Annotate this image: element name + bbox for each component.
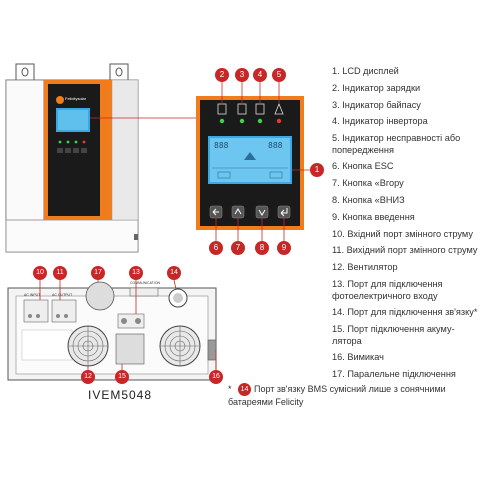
ac-input-label: AC INPUT <box>24 293 41 297</box>
ac-output-label: AC OUTPUT <box>52 293 73 297</box>
lcd-right-digits: 888 <box>268 141 283 150</box>
legend-item: 11. Вихідний порт змінного струму <box>332 245 478 256</box>
fan-left <box>67 325 109 367</box>
callout-12: 12 <box>81 370 95 384</box>
legend-item: 17. Паралельне підключення <box>332 369 456 380</box>
callout-3: 3 <box>235 68 249 82</box>
lcd-left-digits: 888 <box>214 141 229 150</box>
callout-8: 8 <box>255 241 269 255</box>
legend-item: 14. Порт для підключення зв'язку* <box>332 307 478 318</box>
legend-item: 6. Кнопка ESC <box>332 161 394 172</box>
legend-item: 13. Порт для підключення фотоелектричног… <box>332 279 443 301</box>
callout-1: 1 <box>310 163 324 177</box>
callout-16: 16 <box>209 370 223 384</box>
legend-item: 2. Індикатор зарядки <box>332 82 421 93</box>
legend-item: 7. Кнопка «Вгору <box>332 178 404 189</box>
model-name: IVEM5048 <box>88 388 153 402</box>
legend-item: 10. Вхідний порт змінного струму <box>332 228 473 239</box>
callout-6: 6 <box>209 241 223 255</box>
fan-right <box>159 325 201 367</box>
footnote-text: Порт зв'язку BMS сумісний лише з сонячни… <box>228 384 446 408</box>
legend-item: 1. LCD дисплей <box>332 66 399 76</box>
callout-2: 2 <box>215 68 229 82</box>
legend-item: 4. Індикатор інвертора <box>332 116 428 127</box>
callout-13: 13 <box>129 266 143 280</box>
callout-11: 11 <box>53 266 67 280</box>
footnote-badge: 14 <box>238 383 251 397</box>
callout-10: 10 <box>33 266 47 280</box>
callout-14: 14 <box>167 266 181 280</box>
inverter-rear-body <box>7 281 217 381</box>
legend-item: 12. Вентилятор <box>332 262 398 273</box>
brand-label: Felicitysolar <box>65 96 87 101</box>
legend-item: 15. Порт підключення акуму-лятора <box>332 324 455 346</box>
callout-4: 4 <box>253 68 267 82</box>
inverter-front-body <box>5 63 139 253</box>
callout-9: 9 <box>277 241 291 255</box>
legend-item: 3. Індикатор байпасу <box>332 99 421 110</box>
front-panel-closeup <box>196 96 304 230</box>
legend-item: 16. Вимикач <box>332 352 384 363</box>
callout-7: 7 <box>231 241 245 255</box>
legend-item: 9. Кнопка введення <box>332 211 415 222</box>
footnote-star: * <box>228 384 232 394</box>
legend-item: 5. Індикатор несправності або попереджен… <box>332 133 461 155</box>
front-leader-lines <box>215 82 312 242</box>
legend-list: 1. LCD дисплей 2. Індикатор зарядки 3. І… <box>332 66 480 386</box>
callout-17: 17 <box>91 266 105 280</box>
legend-item: 8. Кнопка «ВНИЗ <box>332 195 405 206</box>
callout-5: 5 <box>272 68 286 82</box>
callout-15: 15 <box>115 370 129 384</box>
comm-label: COMMUNICATION <box>130 281 161 285</box>
